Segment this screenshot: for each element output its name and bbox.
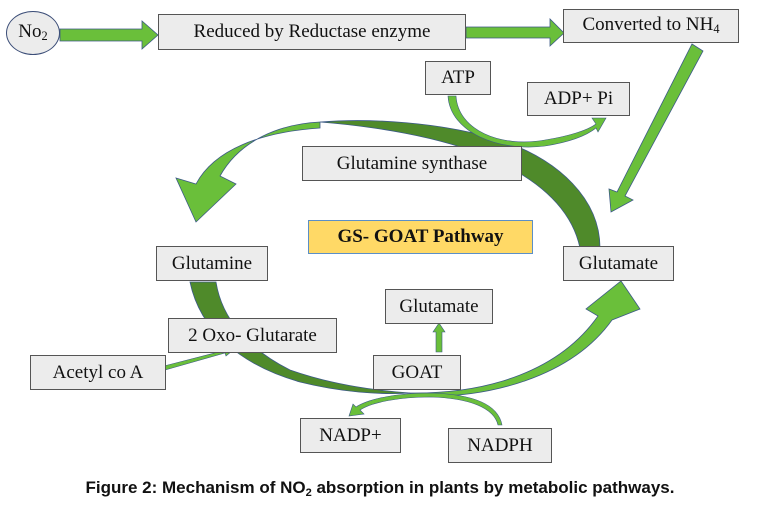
node-glutamate-right: Glutamate (563, 246, 674, 281)
arc-atp-to-adp (447, 95, 607, 148)
arc-goat-to-glutamate (409, 280, 641, 397)
node-gs-label: Glutamine synthase (336, 152, 488, 174)
node-goat: GOAT (373, 355, 461, 390)
arc-gs-to-glutamine (175, 121, 321, 223)
node-atp: ATP (425, 61, 491, 95)
arc-nadph-to-nadp (348, 392, 503, 426)
caption-prefix: Figure 2: Mechanism of NO (85, 478, 306, 497)
node-nadp-label: NADP+ (319, 424, 382, 446)
node-no2: No2 (6, 11, 60, 55)
node-glutamate-mid: Glutamate (385, 289, 493, 324)
pathway-title-label: GS- GOAT Pathway (337, 226, 504, 247)
node-nadph-label: NADPH (467, 434, 533, 456)
pathway-title: GS- GOAT Pathway (308, 220, 533, 254)
node-nh4-label: Converted to NH4 (582, 14, 720, 37)
node-oxo-glutarate: 2 Oxo- Glutarate (168, 318, 337, 353)
node-glutamate-right-label: Glutamate (578, 252, 659, 274)
node-atp-label: ATP (441, 67, 475, 88)
node-glutamate-mid-label: Glutamate (399, 295, 479, 317)
caption-subscript: 2 (305, 486, 312, 499)
node-glutamine: Glutamine (156, 246, 268, 281)
node-acetyl-label: Acetyl co A (52, 361, 144, 383)
arrow-nh4-to-glutamate (608, 43, 704, 213)
node-acetyl-coa: Acetyl co A (30, 355, 166, 390)
arrow-goat-to-glutamate (432, 322, 446, 353)
node-adp-pi: ADP+ Pi (527, 82, 630, 116)
node-adp-label: ADP+ Pi (543, 88, 614, 109)
node-goat-label: GOAT (391, 361, 443, 383)
node-glutamine-label: Glutamine (171, 252, 253, 274)
node-nadph: NADPH (448, 428, 552, 463)
node-reductase-label: Reduced by Reductase enzyme (193, 21, 431, 42)
arrow-no2-to-reductase (59, 20, 159, 50)
node-glutamine-synthase: Glutamine synthase (302, 146, 522, 181)
caption-suffix: absorption in plants by metabolic pathwa… (311, 478, 675, 497)
node-nh4: Converted to NH4 (563, 9, 739, 43)
figure-caption: Figure 2: Mechanism of NO2 absorption in… (0, 478, 760, 499)
node-oxo-label: 2 Oxo- Glutarate (188, 324, 317, 346)
node-no2-label: No2 (18, 21, 48, 44)
arrow-reductase-to-nh4 (465, 18, 565, 47)
node-reductase: Reduced by Reductase enzyme (158, 14, 466, 50)
node-nadp: NADP+ (300, 418, 401, 453)
